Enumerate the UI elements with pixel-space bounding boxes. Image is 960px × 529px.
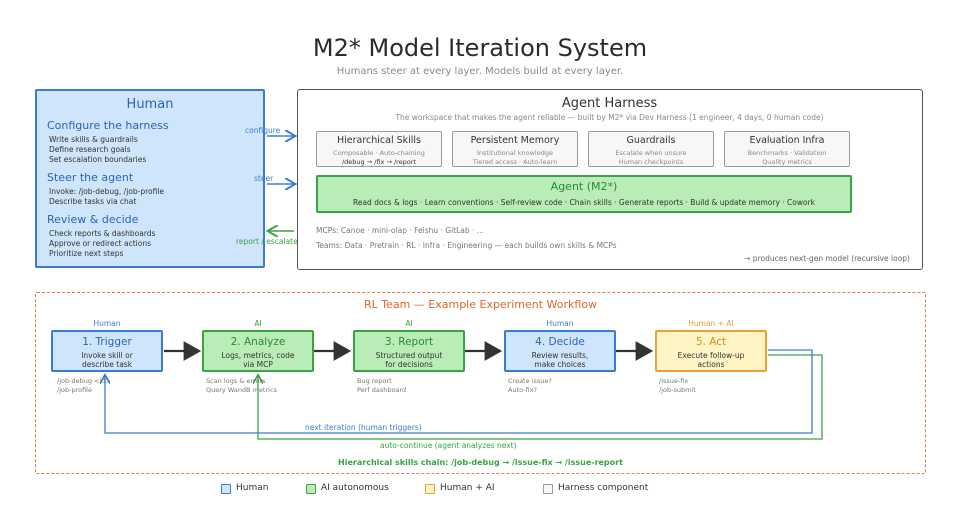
step-title: 4. Decide — [535, 336, 585, 348]
step-role: Human — [93, 319, 121, 328]
step-title: 2. Analyze — [230, 336, 286, 348]
legend-human-ai: Human + AI — [440, 483, 495, 493]
step-notes: Scan logs & errors Query WandB metrics — [206, 377, 277, 394]
steer-agent-heading: Steer the agent — [47, 171, 134, 184]
component-guardrails: Guardrails Escalate when unsure Human ch… — [588, 131, 714, 167]
step-act: 5. Act Execute follow-up actions — [655, 330, 767, 372]
component-persistent-memory: Persistent Memory Institutional knowledg… — [452, 131, 578, 167]
component-evaluation-infra: Evaluation Infra Benchmarks · Validation… — [724, 131, 850, 167]
auto-continue-label: auto-continue (agent analyzes next) — [380, 441, 517, 450]
component-title: Hierarchical Skills — [336, 135, 422, 146]
legend-ai: AI autonomous — [321, 483, 389, 493]
step-decide: 4. Decide Review results, make choices — [504, 330, 616, 372]
step-role: Human — [546, 319, 574, 328]
human-line: Describe tasks via chat — [49, 197, 137, 206]
component-line: Benchmarks · Validation — [747, 149, 827, 157]
step-desc: Execute follow-up actions — [677, 351, 745, 369]
agent-title: Agent (M2*) — [550, 180, 618, 193]
human-line: Approve or redirect actions — [49, 239, 152, 248]
harness-footer: → produces next-gen model (recursive loo… — [744, 254, 910, 263]
component-title: Guardrails — [626, 135, 676, 146]
next-iteration-loop — [105, 349, 813, 434]
step-desc: Structured output for decisions — [375, 351, 443, 369]
step-title: 5. Act — [695, 336, 727, 348]
steer-label: steer — [254, 174, 274, 183]
human-panel-title: Human — [126, 97, 174, 112]
legend-harness-swatch — [543, 484, 553, 494]
component-line: Escalate when unsure — [615, 149, 687, 157]
page-title: M2* Model Iteration System — [312, 34, 648, 62]
page-subtitle: Humans steer at every layer. Models buil… — [336, 66, 624, 77]
human-line: Invoke: /job-debug, /job-profile — [49, 187, 165, 196]
teams-note: Teams: Data · Pretrain · RL · Infra · En… — [316, 241, 617, 250]
component-title: Persistent Memory — [470, 135, 560, 146]
legend-harness: Harness component — [558, 483, 649, 493]
mcps-note: MCPs: Canoe · mini-olap · Feishu · GitLa… — [316, 226, 484, 235]
component-line: /debug → /fix → /report — [341, 158, 417, 166]
next-iteration-label: next iteration (human triggers) — [305, 423, 422, 432]
step-notes: /issue-fix /job-submit — [659, 377, 696, 394]
step-title: 3. Report — [384, 336, 434, 348]
review-decide-heading: Review & decide — [47, 213, 139, 226]
human-line: Define research goals — [49, 145, 131, 154]
configure-harness-heading: Configure the harness — [47, 119, 169, 132]
harness-title: Agent Harness — [561, 96, 658, 111]
human-line: Set escalation boundaries — [49, 155, 147, 164]
harness-subtitle: The workspace that makes the agent relia… — [395, 113, 824, 122]
step-desc: Logs, metrics, code via MCP — [221, 351, 295, 369]
legend-human-ai-swatch — [425, 484, 435, 494]
step-notes: Create issue? Auto-fix? — [508, 377, 552, 394]
component-line: Human checkpoints — [618, 158, 684, 166]
human-panel: Human Configure the harness Write skills… — [35, 89, 265, 268]
rl-team-title: RL Team — Example Experiment Workflow — [363, 298, 598, 311]
skills-chain: Hierarchical skills chain: /job-debug → … — [338, 458, 623, 467]
component-line: Composable · Auto-chaining — [333, 149, 425, 157]
step-notes: /job-debug <id> /job-profile — [57, 377, 111, 394]
report-label: report / escalate — [236, 237, 298, 246]
legend-human-swatch — [221, 484, 231, 494]
component-line: Tiered access · Auto-learn — [472, 158, 558, 166]
step-desc: Invoke skill or describe task — [81, 351, 133, 369]
step-role: Human + AI — [688, 319, 734, 328]
step-analyze: 2. Analyze Logs, metrics, code via MCP — [202, 330, 314, 372]
component-title: Evaluation Infra — [749, 135, 825, 146]
human-line: Check reports & dashboards — [49, 229, 156, 238]
auto-continue-loop — [258, 354, 823, 440]
human-line: Prioritize next steps — [49, 249, 124, 258]
rl-team-panel — [35, 292, 926, 474]
step-desc: Review results, make choices — [531, 351, 589, 369]
human-line: Write skills & guardrails — [49, 135, 138, 144]
agent-box: Agent (M2*) Read docs & logs · Learn con… — [316, 175, 852, 213]
agent-harness-panel: Agent Harness The workspace that makes t… — [297, 89, 923, 270]
step-role: AI — [254, 319, 262, 328]
component-line: Institutional knowledge — [477, 149, 553, 157]
legend-ai-swatch — [306, 484, 316, 494]
agent-capabilities: Read docs & logs · Learn conventions · S… — [352, 198, 816, 207]
configure-label: configure — [245, 126, 281, 135]
step-role: AI — [405, 319, 413, 328]
legend-human: Human — [236, 483, 269, 493]
step-notes: Bug report Perf dashboard — [357, 377, 407, 394]
component-line: Quality metrics — [762, 158, 812, 166]
step-title: 1. Trigger — [82, 336, 132, 348]
step-report: 3. Report Structured output for decision… — [353, 330, 465, 372]
step-trigger: 1. Trigger Invoke skill or describe task — [51, 330, 163, 372]
component-hierarchical-skills: Hierarchical Skills Composable · Auto-ch… — [316, 131, 442, 167]
